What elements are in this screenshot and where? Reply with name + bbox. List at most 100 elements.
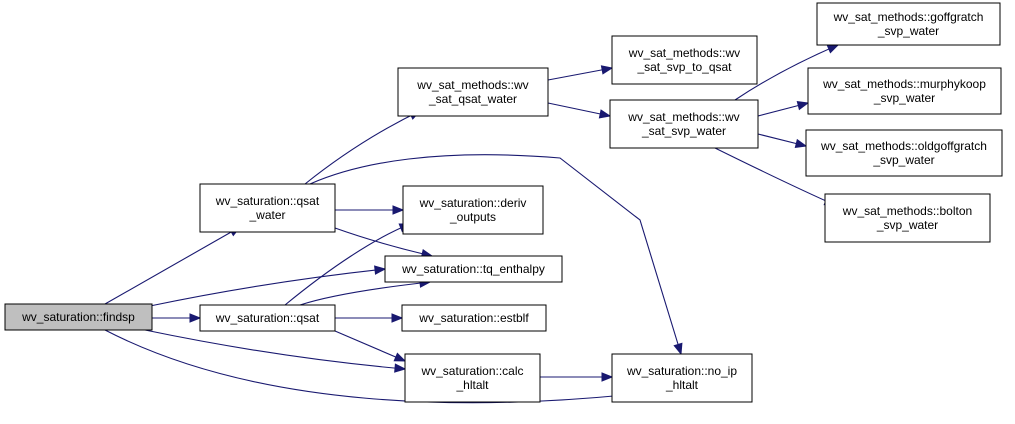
arrowhead-icon <box>826 44 840 54</box>
node-box <box>384 255 563 283</box>
arrowhead-icon <box>600 65 614 75</box>
node-label: wv_sat_methods::wv <box>627 110 739 124</box>
edge-line <box>334 330 406 362</box>
node-murphykoop[interactable]: wv_sat_methods::murphykoop_svp_water <box>807 67 1002 115</box>
node-box <box>611 353 753 403</box>
node-box <box>199 304 336 332</box>
edge-wv_sat_qsat_water-to-wv_sat_svp_water <box>547 102 612 119</box>
node-box <box>816 2 1001 46</box>
node-oldgoffgratch[interactable]: wv_sat_methods::oldgoffgratch_svp_water <box>805 129 1003 177</box>
node-label: wv_sat_methods::goffgratch <box>833 10 984 24</box>
node-label: _sat_qsat_water <box>428 92 517 106</box>
edge-line <box>734 44 839 101</box>
edge-wv_sat_svp_water-to-murphykoop <box>757 101 810 117</box>
arrowhead-icon <box>601 372 614 382</box>
node-bolton[interactable]: wv_sat_methods::bolton_svp_water <box>824 193 991 243</box>
node-estblf[interactable]: wv_saturation::estblf <box>401 304 547 332</box>
node-findsp[interactable]: wv_saturation::findsp <box>4 303 153 331</box>
node-label: wv_saturation::qsat <box>215 311 320 325</box>
arrowhead-icon <box>673 342 683 356</box>
edge-line <box>144 329 406 370</box>
node-box <box>611 35 758 85</box>
arrowhead-icon <box>393 352 407 362</box>
edge-line <box>309 154 682 355</box>
node-label: wv_saturation::deriv <box>419 196 527 210</box>
node-deriv_outputs[interactable]: wv_saturation::deriv_outputs <box>402 185 544 235</box>
edge-line <box>149 268 386 307</box>
node-label: wv_saturation::tq_enthalpy <box>401 262 545 276</box>
node-label: wv_sat_methods::wv <box>416 78 528 92</box>
node-box <box>807 67 1002 115</box>
edge-findsp-to-calc_hltalt <box>144 329 407 373</box>
node-label: _sat_svp_to_qsat <box>636 60 732 74</box>
edge-line <box>334 227 433 257</box>
node-label: wv_saturation::estblf <box>418 311 529 325</box>
node-tq_enthalpy[interactable]: wv_saturation::tq_enthalpy <box>384 255 563 283</box>
edge-line <box>304 110 421 185</box>
edge-qsat-to-tq_enthalpy <box>299 278 432 306</box>
node-qsat_water[interactable]: wv_saturation::qsat_water <box>199 183 336 233</box>
node-label: _sat_svp_water <box>641 124 726 138</box>
arrowhead-icon <box>391 313 404 323</box>
node-label: _svp_water <box>873 91 935 105</box>
nodes-layer: wv_saturation::findsp wv_saturation::qsat… <box>4 2 1003 403</box>
arrowhead-icon <box>796 101 810 111</box>
node-goffgratch[interactable]: wv_sat_methods::goffgratch_svp_water <box>816 2 1001 46</box>
arrowhead-icon <box>392 205 405 215</box>
node-box <box>805 129 1003 177</box>
edges-layer <box>104 44 840 404</box>
node-label: _outputs <box>449 210 496 224</box>
node-label: wv_saturation::no_ip <box>626 364 737 378</box>
node-label: wv_saturation::findsp <box>21 310 135 324</box>
edge-line <box>547 102 611 117</box>
node-label: _svp_water <box>876 218 938 232</box>
node-box <box>401 304 547 332</box>
edge-qsat-to-calc_hltalt <box>334 330 407 362</box>
edge-line <box>284 223 411 306</box>
node-label: _water <box>248 208 285 222</box>
arrowhead-icon <box>374 265 387 275</box>
edge-line <box>104 329 626 404</box>
node-box <box>609 99 759 149</box>
node-label: wv_saturation::calc <box>420 364 523 378</box>
node-box <box>404 353 541 403</box>
node-label: _hltalt <box>455 378 489 392</box>
node-wv_sat_svp_to_qsat[interactable]: wv_sat_methods::wv_sat_svp_to_qsat <box>611 35 758 85</box>
edge-qsat_water-to-wv_sat_qsat_water <box>304 110 422 185</box>
arrowhead-icon <box>794 138 808 149</box>
edge-findsp-to-qsat <box>152 313 202 323</box>
edge-qsat-to-estblf <box>335 313 404 323</box>
node-wv_sat_qsat_water[interactable]: wv_sat_methods::wv_sat_qsat_water <box>397 67 549 117</box>
edge-qsat_water-to-deriv_outputs <box>335 205 405 215</box>
node-label: _svp_water <box>877 24 939 38</box>
arrowhead-icon <box>189 313 202 323</box>
node-label: wv_sat_methods::oldgoffgratch <box>820 139 987 153</box>
edge-wv_sat_qsat_water-to-wv_sat_svp_to_qsat <box>547 65 614 81</box>
node-box <box>4 303 153 331</box>
edge-findsp-to-no_ip_hltalt <box>104 329 627 404</box>
edge-findsp-to-tq_enthalpy <box>149 265 387 307</box>
edge-wv_sat_svp_water-to-oldgoffgratch <box>757 133 808 149</box>
node-calc_hltalt[interactable]: wv_saturation::calc_hltalt <box>404 353 541 403</box>
edge-qsat_water-to-no_ip_hltalt <box>309 154 683 356</box>
node-box <box>397 67 549 117</box>
node-label: _svp_water <box>872 153 934 167</box>
node-box <box>199 183 336 233</box>
arrowhead-icon <box>394 363 407 373</box>
node-label: _hltalt <box>665 378 699 392</box>
node-box <box>824 193 991 243</box>
arrowhead-icon <box>598 109 612 119</box>
node-label: wv_sat_methods::murphykoop <box>822 77 986 91</box>
node-label: wv_sat_methods::bolton <box>842 204 972 218</box>
edge-line <box>547 67 613 81</box>
node-box <box>402 185 544 235</box>
node-no_ip_hltalt[interactable]: wv_saturation::no_ip_hltalt <box>611 353 753 403</box>
edge-line <box>104 226 241 305</box>
node-label: wv_saturation::qsat <box>215 194 320 208</box>
edge-calc_hltalt-to-no_ip_hltalt <box>540 372 614 382</box>
edge-line <box>299 281 431 306</box>
node-label: wv_sat_methods::wv <box>628 46 740 60</box>
node-wv_sat_svp_water[interactable]: wv_sat_methods::wv_sat_svp_water <box>609 99 759 149</box>
node-qsat[interactable]: wv_saturation::qsat <box>199 304 336 332</box>
